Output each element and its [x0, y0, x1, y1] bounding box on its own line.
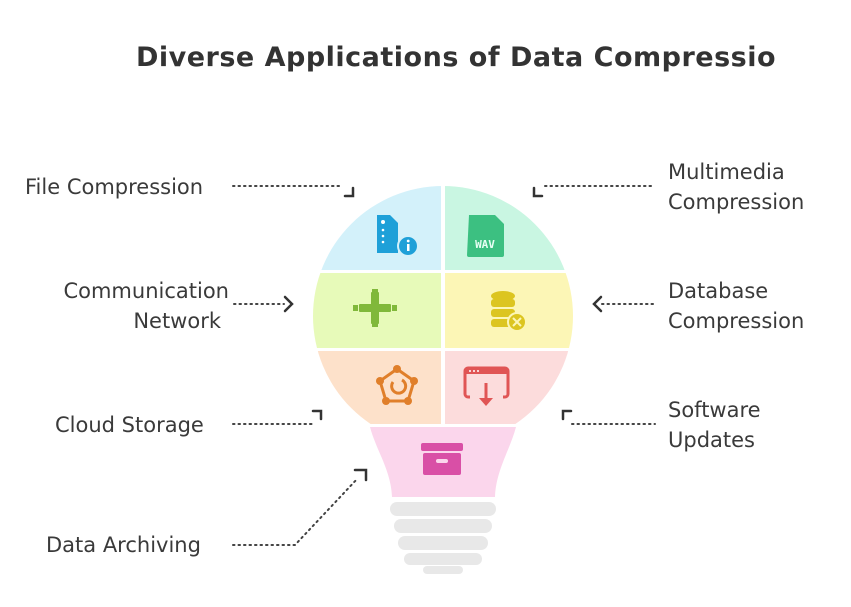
segment-multimedia [445, 186, 573, 270]
arrow-icon [311, 409, 323, 421]
file-info-icon [377, 215, 419, 257]
label-line: Compression [668, 309, 805, 333]
arrow-icon [592, 295, 603, 313]
arrow-icon [561, 409, 573, 421]
wav-text: WAV [475, 238, 495, 251]
download-window-icon [463, 366, 510, 406]
label-communication-network: Communication Network [63, 276, 229, 336]
archive-box-icon [421, 443, 463, 475]
arrow-heads [283, 186, 603, 482]
label-line: Database [668, 279, 769, 303]
connectors [232, 185, 656, 546]
network-cross-icon [353, 289, 397, 327]
database-x-icon [491, 291, 527, 332]
label-file-compression: File Compression [25, 175, 204, 199]
label-line: Updates [668, 428, 755, 452]
bulb-base [390, 502, 496, 574]
page-title: Diverse Applications of Data Compressio [135, 42, 777, 73]
label-database-compression: Database Compression [668, 276, 804, 336]
arrow-icon [353, 468, 368, 482]
wav-file-icon: WAV [467, 215, 504, 257]
label-multimedia-compression: Multimedia Compression [668, 157, 804, 217]
segment-database [445, 273, 573, 348]
label-software-updates: Software Updates [668, 395, 761, 455]
label-cloud-storage: Cloud Storage [55, 413, 204, 437]
label-line: Multimedia [668, 160, 785, 184]
label-line: Compression [668, 190, 805, 214]
arrow-icon [343, 186, 355, 198]
cloud-sync-icon [376, 365, 418, 405]
label-line: Software [668, 398, 761, 422]
arrow-icon [532, 186, 544, 198]
label-data-archiving: Data Archiving [46, 533, 201, 557]
segment-file-compression [313, 186, 441, 270]
label-line: Communication [63, 279, 229, 303]
arrow-icon [283, 295, 294, 313]
label-line: Network [133, 309, 221, 333]
